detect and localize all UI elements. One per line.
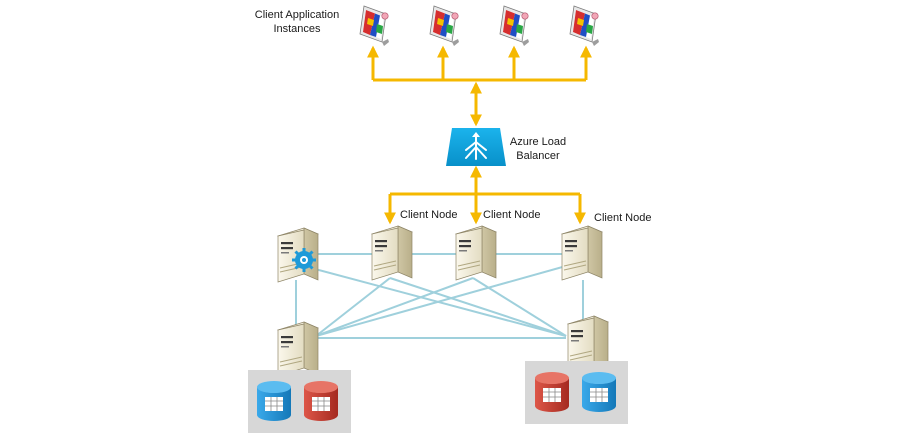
load-balancer-label-line2: Balancer	[516, 150, 560, 162]
gear-icon	[292, 248, 316, 272]
database-icon	[581, 371, 617, 413]
load-balancer-icon	[446, 128, 506, 166]
server-icon	[371, 225, 413, 281]
app-window-icon	[569, 5, 600, 47]
database-icon	[303, 380, 339, 422]
client-node-label-1: Client Node	[400, 209, 458, 221]
database-icon	[534, 371, 570, 413]
server-node-management	[277, 227, 319, 283]
cluster-mesh-lines	[295, 253, 585, 339]
load-balancer-label: Azure Load Balancer	[508, 135, 568, 163]
client-apps-label: Client Application Instances	[252, 8, 342, 36]
app-window-icon	[429, 5, 460, 47]
connection-arrows	[367, 45, 592, 225]
client-app-instances	[359, 5, 600, 47]
client-node-label-2: Client Node	[483, 209, 541, 221]
server-icon	[561, 225, 603, 281]
app-window-icon	[359, 5, 390, 47]
client-apps-label-line1: Client Application	[254, 9, 340, 21]
load-balancer-label-line1: Azure Load	[509, 136, 567, 148]
client-node-label-3: Client Node	[594, 212, 652, 224]
database-icon	[256, 380, 292, 422]
app-window-icon	[499, 5, 530, 47]
client-apps-label-line2: Instances	[273, 23, 321, 35]
server-icon	[455, 225, 497, 281]
server-icon	[277, 321, 319, 377]
